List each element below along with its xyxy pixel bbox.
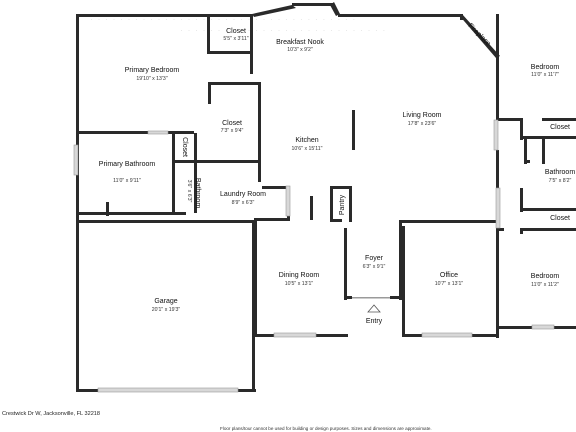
pantry-name: Pantry: [339, 194, 346, 215]
closet-mid-dims: 7'3" x 9'4": [221, 128, 244, 134]
foyer-name: Foyer: [365, 255, 384, 262]
closet-small-name: Closet: [181, 137, 188, 157]
primary-bathroom-dims: 11'0" x 9'11": [113, 178, 141, 184]
kitchen-dims: 10'6" x 15'11": [292, 146, 323, 152]
living-room-dims: 17'8" x 23'6": [408, 121, 437, 127]
svg-text:· · · · · · · · · · · · · · ·: · · · · · · · · · · · · · · · · · · · · …: [90, 14, 356, 24]
bathroom-small-name: Bathroom: [194, 178, 201, 209]
garage-name: Garage: [154, 298, 177, 305]
windows: [73, 119, 555, 393]
primary-bedroom-dims: 19'10" x 13'3": [136, 76, 167, 82]
closet-top-dims: 5'5" x 3'11": [223, 36, 248, 42]
walls: [76, 2, 576, 392]
bathroom-right-name: Bathroom: [545, 169, 576, 176]
room-labels: Primary Bedroom 19'10" x 13'3" Closet 5'…: [99, 22, 576, 325]
fireplace-name: Fireplace: [466, 22, 491, 47]
closet-right-top-name: Closet: [550, 124, 570, 131]
entry-arrow-icon: [367, 304, 381, 313]
dining-room-dims: 10'5" x 13'1": [285, 281, 314, 287]
closet-top-name: Closet: [226, 28, 246, 35]
bedroom-top-right-dims: 11'0" x 11'7": [531, 72, 559, 78]
entry-door: [352, 297, 390, 299]
closet-mid-name: Closet: [222, 120, 242, 127]
laundry-room-name: Laundry Room: [220, 191, 266, 198]
breakfast-nook-dims: 10'3" x 9'2": [287, 47, 313, 53]
kitchen-name: Kitchen: [295, 137, 318, 144]
property-address: Crestwick Dr W, Jacksonville, FL 32218: [2, 411, 101, 417]
floor-plan-disclaimer: Floor plans/tour cannot be used for buil…: [220, 426, 432, 431]
bathroom-small-dims: 3'6" x 6'3": [186, 180, 192, 203]
primary-bedroom-name: Primary Bedroom: [125, 67, 180, 74]
bathroom-right-dims: 7'5" x 8'2": [549, 178, 572, 184]
closet-right-bottom-name: Closet: [550, 215, 570, 222]
office-dims: 10'7" x 13'1": [435, 281, 464, 287]
svg-text:· · · · · · · · · · · · · · ·: · · · · · · · · · · · · · · · · · · · · …: [180, 25, 386, 35]
living-room-name: Living Room: [403, 112, 442, 119]
bedroom-bottom-right-name: Bedroom: [531, 273, 560, 280]
entry-label: Entry: [366, 318, 383, 325]
office-name: Office: [440, 272, 458, 279]
foyer-dims: 6'3" x 9'1": [363, 264, 386, 270]
bedroom-top-right-name: Bedroom: [531, 64, 560, 71]
primary-bathroom-name: Primary Bathroom: [99, 161, 156, 168]
breakfast-nook-name: Breakfast Nook: [276, 39, 324, 46]
garage-dims: 20'1" x 19'3": [152, 307, 181, 313]
laundry-room-dims: 8'9" x 6'3": [232, 200, 255, 206]
bedroom-bottom-right-dims: 11'0" x 11'2": [531, 282, 559, 288]
watermark-band: · · · · · · · · · · · · · · · · · · · · …: [90, 14, 386, 35]
dining-room-name: Dining Room: [279, 272, 320, 279]
